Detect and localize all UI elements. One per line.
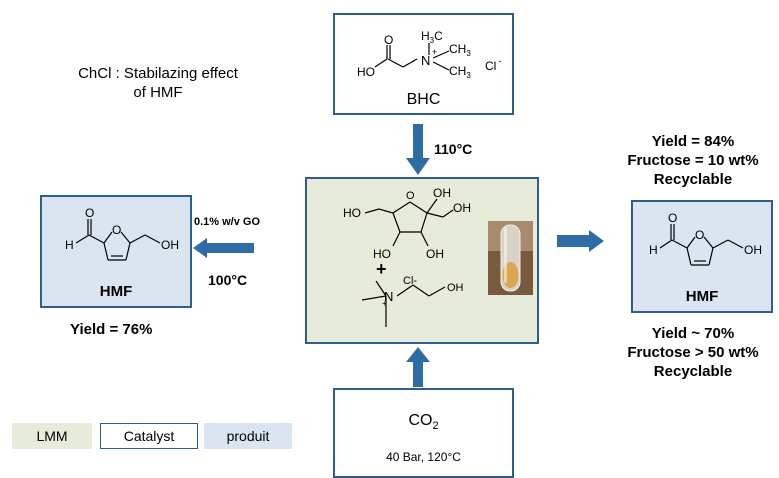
vial-photo bbox=[488, 221, 533, 295]
left-hmf-o-ring: O bbox=[112, 223, 121, 237]
fructose-ring-o: O bbox=[406, 190, 415, 202]
bhc-atom-ch3-top: CH3 bbox=[449, 42, 471, 58]
bhc-atom-cl: Cl- bbox=[485, 56, 501, 73]
right-bottom-fructose: Fructose > 50 wt% bbox=[627, 344, 759, 361]
legend-catalyst: Catalyst bbox=[100, 423, 198, 449]
choline-cl: Cl- bbox=[403, 275, 417, 287]
bhc-label: BHC bbox=[406, 91, 441, 108]
left-hmf-label: HMF bbox=[99, 283, 133, 300]
left-hmf-o-top: O bbox=[85, 206, 94, 220]
right-hmf-structure: O H O OH bbox=[649, 211, 762, 266]
left-hmf-oh: OH bbox=[161, 238, 179, 252]
legend-produit-label: produit bbox=[226, 428, 270, 444]
fructose-oh-top: OH bbox=[433, 186, 451, 200]
left-hmf-box: O H O OH HMF bbox=[40, 195, 192, 308]
right-bottom-results: Yield ~ 70% Fructose > 50 wt% Recyclable bbox=[608, 324, 778, 381]
co2-conditions: 40 Bar, 120°C bbox=[386, 450, 461, 464]
arrow-right-to-product bbox=[557, 230, 604, 252]
right-hmf-o-ring: O bbox=[695, 228, 704, 242]
left-hmf-structure: O H O OH bbox=[65, 206, 179, 261]
legend-lmm-label: LMM bbox=[36, 428, 68, 444]
co2-formula: CO2 bbox=[408, 412, 439, 433]
left-hmf-h: H bbox=[65, 238, 74, 252]
right-top-fructose: Fructose = 10 wt% bbox=[627, 152, 759, 169]
right-top-yield: Yield = 84% bbox=[651, 133, 735, 150]
note-line-2: of HMF bbox=[133, 84, 183, 101]
right-hmf-h: H bbox=[649, 243, 658, 257]
bhc-atom-h3c: H3C bbox=[421, 29, 443, 45]
right-top-recyclable: Recyclable bbox=[653, 171, 733, 188]
temperature-100: 100°C bbox=[208, 272, 248, 288]
bhc-box: O HO N + H3C CH3 CH3 Cl- BHC bbox=[333, 13, 514, 115]
legend-catalyst-label: Catalyst bbox=[123, 428, 175, 444]
bhc-atom-ch3-bottom: CH3 bbox=[449, 64, 471, 80]
legend-lmm: LMM bbox=[12, 423, 92, 449]
choline-oh: OH bbox=[447, 282, 464, 294]
fructose-ho-left: HO bbox=[343, 206, 361, 220]
arrow-down-from-bhc bbox=[406, 124, 430, 175]
fructose-ho-bottom: HO bbox=[373, 247, 391, 261]
choline-n: N bbox=[384, 289, 393, 304]
legend-produit: produit bbox=[204, 423, 292, 449]
right-bottom-recyclable: Recyclable bbox=[653, 363, 733, 380]
bhc-atom-n: N bbox=[421, 53, 430, 68]
bhc-structure: O HO N + H3C CH3 CH3 Cl- bbox=[357, 29, 501, 80]
arrow-up-from-co2 bbox=[406, 347, 430, 387]
choline-n-charge: + bbox=[382, 299, 387, 308]
fructose-choline-structures: O HO OH OH HO OH + N + Cl- OH bbox=[343, 186, 471, 327]
right-hmf-label: HMF bbox=[685, 288, 719, 305]
right-bottom-yield: Yield ~ 70% bbox=[651, 325, 735, 342]
bhc-atom-o: O bbox=[384, 33, 393, 47]
fructose-oh-bottom: OH bbox=[426, 247, 444, 261]
bhc-atom-ho: HO bbox=[357, 65, 375, 79]
note-line-1: ChCl : Stabilazing effect bbox=[78, 65, 238, 82]
right-top-results: Yield = 84% Fructose = 10 wt% Recyclable bbox=[608, 132, 778, 189]
go-catalyst-label: 0.1% w/v GO bbox=[194, 216, 261, 228]
left-yield: Yield = 76% bbox=[70, 321, 153, 338]
right-hmf-o-top: O bbox=[668, 211, 677, 225]
fructose-oh-right: OH bbox=[453, 201, 471, 215]
right-hmf-oh: OH bbox=[744, 243, 762, 257]
stabilizing-note: ChCl : Stabilazing effect of HMF bbox=[58, 64, 258, 102]
right-hmf-box: O H O OH HMF bbox=[631, 200, 773, 313]
plus-sign: + bbox=[376, 259, 387, 279]
arrow-left-to-hmf bbox=[193, 238, 254, 258]
center-reaction-box: O HO OH OH HO OH + N + Cl- OH bbox=[305, 177, 539, 344]
bhc-atom-plus: + bbox=[432, 47, 437, 57]
temperature-110: 110°C bbox=[434, 141, 473, 157]
co2-box: CO2 40 Bar, 120°C bbox=[333, 388, 514, 478]
